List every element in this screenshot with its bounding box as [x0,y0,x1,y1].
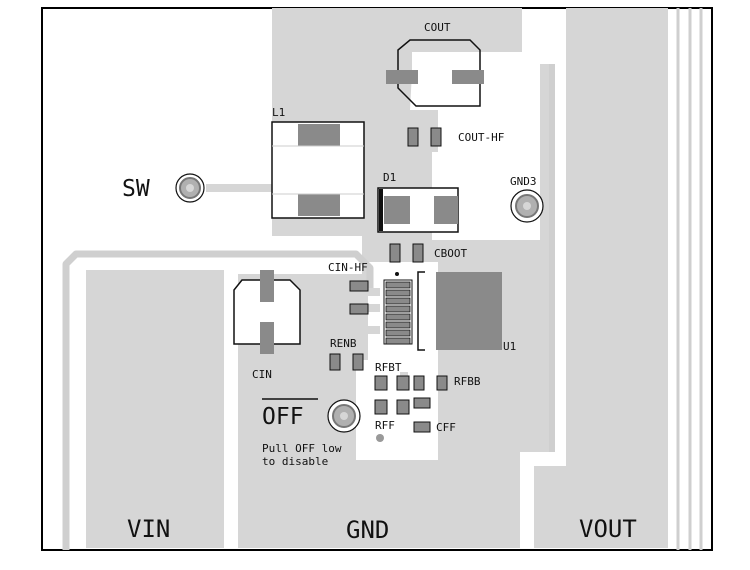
cout-label: COUT [424,21,451,34]
d1-component: D1 [377,171,459,233]
cin-component: CIN [233,270,301,381]
cff-pad-2 [413,421,431,433]
cout-pad-2 [452,70,484,84]
u1-label: U1 [503,340,516,353]
rff-pad-2 [396,399,410,415]
u1-thermal-pad [436,272,502,350]
renb-trace [332,326,380,352]
cin-hf-label: CIN-HF [328,261,368,274]
rfbt-component: RFBT [374,361,410,391]
sw-label: SW [122,176,150,202]
cout-pad-1 [386,70,418,84]
cin-pad-2 [260,322,274,354]
cboot-component: CBOOT [389,243,467,263]
rff-component: RFF [374,399,410,442]
l1-pad-2 [298,194,340,216]
cin-label: CIN [252,368,272,381]
gnd3-label: GND3 [510,175,537,188]
renb-pad-2 [352,353,364,371]
off-note-line1: Pull OFF low [262,442,342,455]
u1-component: U1 [383,271,516,353]
u1-outline [417,271,425,351]
renb-component: RENB [329,337,364,371]
cboot-pad-2 [412,243,424,263]
cout-hf-pad-1 [407,127,419,147]
cboot-pad-1 [389,243,401,263]
cin-hf-pad-2 [349,303,369,315]
d1-pad-1 [384,196,410,224]
cout-component: COUT [386,21,484,107]
vin-net-label: VIN [127,515,170,543]
rff-pad-1 [374,399,388,415]
rfbt-label: RFBT [375,361,402,374]
cff-label: CFF [436,421,456,434]
renb-pad-1 [329,353,341,371]
cout-hf-label: COUT-HF [458,131,504,144]
cout-outline [397,39,481,107]
d1-cathode-bar [379,189,383,231]
u1-pin1-dot [395,272,399,276]
l1-component: L1 [271,106,365,219]
d1-pad-2 [434,196,458,224]
l1-pad-1 [298,124,340,146]
l1-label: L1 [272,106,285,119]
sw-testpoint: SW [122,173,205,203]
cin-hf-pad-1 [349,280,369,292]
gnd3-testpoint: GND3 [510,175,544,223]
cin-hf-component: CIN-HF [328,261,369,315]
cout-hf-pad-2 [430,127,442,147]
cin-outline [233,279,301,345]
d1-label: D1 [383,171,396,184]
rff-label: RFF [375,419,395,432]
vout-pour [534,8,668,548]
off-label: OFF [262,404,304,430]
cff-pad-1 [413,397,431,409]
cin-pad-1 [260,270,274,302]
rfbb-component: RFBB [413,375,481,391]
rfbt-pad-2 [396,375,410,391]
rfbb-pad-1 [413,375,425,391]
rfbb-pad-2 [436,375,448,391]
rff-via [376,434,384,442]
cboot-label: CBOOT [434,247,467,260]
vin-trace-outer [62,250,374,550]
vout-net-label: VOUT [579,515,637,543]
vin-pour [86,270,224,548]
rfbt-pad-1 [374,375,388,391]
renb-label: RENB [330,337,357,350]
board-edge-lines [676,8,703,550]
off-testpoint: OFF Pull OFF low to disable [262,398,361,468]
gnd-net-label: GND [346,516,389,544]
cout-hf-component: COUT-HF [407,127,504,147]
rfbb-label: RFBB [454,375,481,388]
off-note-line2: to disable [262,455,328,468]
cff-component: CFF [413,397,456,434]
u1-pins [385,281,411,345]
